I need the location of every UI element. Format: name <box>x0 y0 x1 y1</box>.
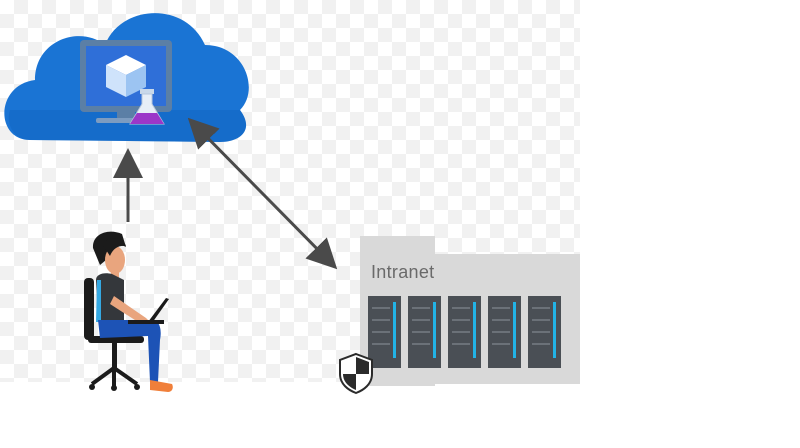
server-rack-4 <box>488 296 521 368</box>
server-rack-2 <box>408 296 441 368</box>
flask-icon <box>129 89 165 125</box>
arrow-cloud-intranet <box>187 117 338 270</box>
intranet-label: Intranet <box>371 262 435 282</box>
laptop-icon <box>128 298 169 324</box>
server-rack-1 <box>368 296 401 368</box>
shield-icon <box>339 352 373 395</box>
cube-icon <box>106 55 146 97</box>
person-icon <box>92 231 173 392</box>
server-rack-3 <box>448 296 481 368</box>
server-rack-5 <box>528 296 561 368</box>
